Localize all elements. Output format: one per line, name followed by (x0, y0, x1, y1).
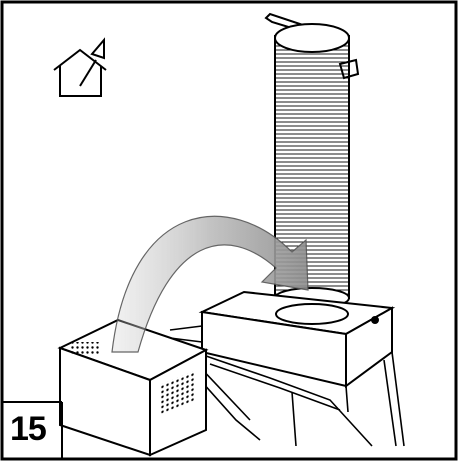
house-ducted-exhaust-icon (53, 37, 107, 97)
motor-housing (198, 290, 396, 388)
flexible-duct (274, 23, 350, 309)
move-arrow (111, 215, 309, 353)
step-number: 15 (10, 410, 47, 448)
